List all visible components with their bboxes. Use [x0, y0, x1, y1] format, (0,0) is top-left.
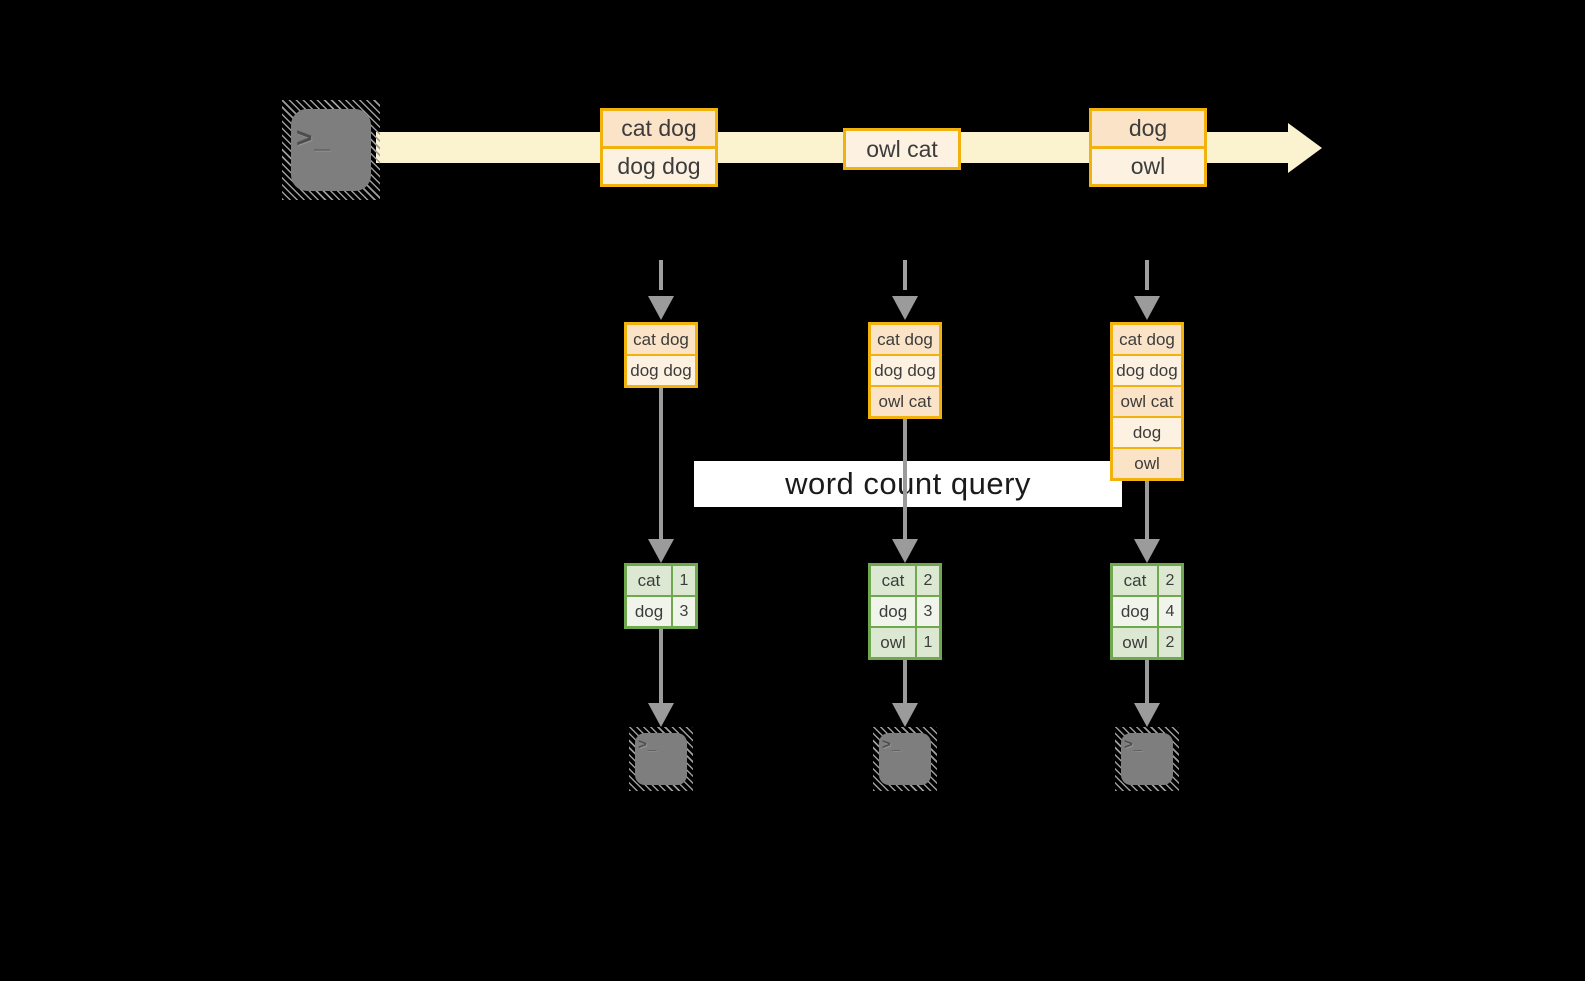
ingest-arrowhead-icon — [892, 296, 918, 320]
source-terminal-icon: >_ — [282, 100, 380, 200]
table-row: dog 4 — [1113, 595, 1181, 626]
query-label-band: word count query — [694, 461, 1122, 507]
buffer-event-label: dog dog — [871, 354, 939, 385]
connector-line — [1145, 660, 1149, 705]
count-cell: 3 — [915, 597, 939, 626]
connector-arrowhead-icon — [1134, 539, 1160, 563]
table-row: cat 1 — [627, 566, 695, 595]
sink-terminal-icon: >_ — [1115, 727, 1179, 791]
sink-terminal-icon: >_ — [873, 727, 937, 791]
connector-arrowhead-icon — [1134, 703, 1160, 727]
stream-event-label: cat dog — [603, 111, 715, 146]
terminal-body — [635, 733, 687, 785]
count-cell: 1 — [671, 566, 695, 595]
connector-line — [659, 629, 663, 705]
terminal-prompt-glyph: >_ — [296, 122, 332, 153]
stream-event-box: cat dog dog dog — [600, 108, 718, 187]
count-cell: 1 — [915, 628, 939, 657]
sink-terminal-icon: >_ — [629, 727, 693, 791]
stream-event-label: owl — [1092, 146, 1204, 184]
buffer-event-label: dog — [1113, 416, 1181, 447]
word-cell: cat — [637, 570, 661, 590]
connector-line — [1145, 479, 1149, 541]
buffer-event-label: owl cat — [871, 385, 939, 416]
connector-line — [659, 386, 663, 541]
count-cell: 2 — [1157, 628, 1181, 657]
buffer-event-label: cat dog — [1113, 325, 1181, 354]
ingest-arrowhead-icon — [1134, 296, 1160, 320]
table-row: dog 3 — [627, 595, 695, 626]
count-cell: 2 — [915, 566, 939, 595]
stream-event-box: dog owl — [1089, 108, 1207, 187]
ingest-dash — [659, 260, 663, 290]
connector-arrowhead-icon — [648, 539, 674, 563]
terminal-body — [291, 109, 371, 191]
buffer-event-label: owl — [1113, 447, 1181, 478]
buffer-box: cat dog dog dog owl cat dog owl — [1110, 322, 1184, 481]
word-count-table: cat 2 dog 3 owl 1 — [868, 563, 942, 660]
ingest-dash — [903, 260, 907, 290]
buffer-box: cat dog dog dog — [624, 322, 698, 388]
word-cell: dog — [1120, 601, 1150, 621]
query-label: word count query — [785, 466, 1031, 501]
word-cell: dog — [878, 601, 908, 621]
connector-line — [903, 660, 907, 705]
terminal-body — [879, 733, 931, 785]
connector-arrowhead-icon — [892, 703, 918, 727]
word-cell: owl — [880, 632, 906, 652]
ingest-dash — [1145, 260, 1149, 290]
word-cell: dog — [634, 601, 664, 621]
word-cell: cat — [881, 570, 905, 590]
count-cell: 3 — [671, 597, 695, 626]
terminal-body — [1121, 733, 1173, 785]
stream-event-label: dog — [1092, 111, 1204, 146]
terminal-prompt-glyph: >_ — [1124, 736, 1144, 753]
table-row: dog 3 — [871, 595, 939, 626]
ingest-arrowhead-icon — [648, 296, 674, 320]
connector-line — [903, 417, 907, 541]
terminal-prompt-glyph: >_ — [638, 736, 658, 753]
count-cell: 2 — [1157, 566, 1181, 595]
stream-event-label: owl cat — [846, 131, 958, 167]
buffer-event-label: cat dog — [627, 325, 695, 354]
buffer-event-label: cat dog — [871, 325, 939, 354]
stream-arrowhead-icon — [1288, 123, 1322, 173]
word-cell: cat — [1123, 570, 1147, 590]
stream-event-label: dog dog — [603, 146, 715, 184]
stream-event-box: owl cat — [843, 128, 961, 170]
word-count-table: cat 2 dog 4 owl 2 — [1110, 563, 1184, 660]
buffer-event-label: dog dog — [627, 354, 695, 385]
connector-arrowhead-icon — [648, 703, 674, 727]
buffer-box: cat dog dog dog owl cat — [868, 322, 942, 419]
table-row: owl 1 — [871, 626, 939, 657]
buffer-event-label: dog dog — [1113, 354, 1181, 385]
table-row: cat 2 — [871, 566, 939, 595]
connector-arrowhead-icon — [892, 539, 918, 563]
word-cell: owl — [1122, 632, 1148, 652]
terminal-prompt-glyph: >_ — [882, 736, 902, 753]
word-count-table: cat 1 dog 3 — [624, 563, 698, 629]
table-row: owl 2 — [1113, 626, 1181, 657]
table-row: cat 2 — [1113, 566, 1181, 595]
count-cell: 4 — [1157, 597, 1181, 626]
buffer-event-label: owl cat — [1113, 385, 1181, 416]
